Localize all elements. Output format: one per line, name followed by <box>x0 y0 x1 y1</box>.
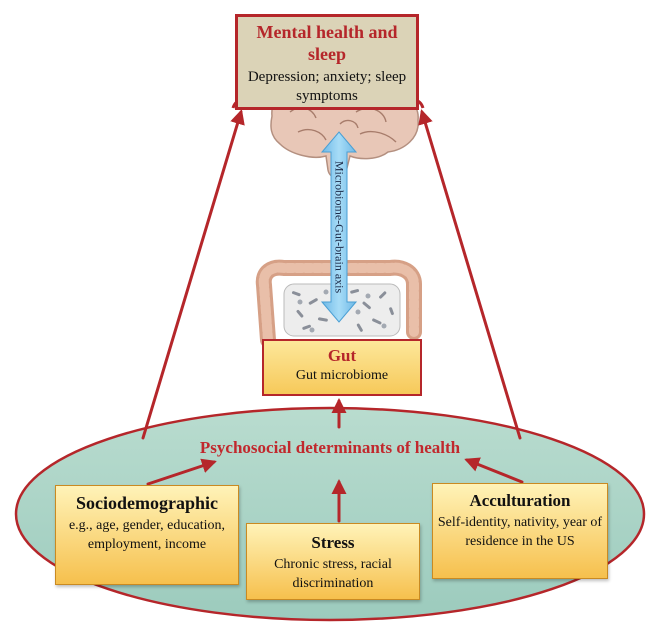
mental-health-box: Mental health and sleep Depression; anxi… <box>235 14 419 110</box>
mental-health-description: Depression; anxiety; sleep symptoms <box>247 69 407 104</box>
gut-description: Gut microbiome <box>295 368 389 383</box>
acculturation-box: Acculturation Self-identity, nativity, y… <box>432 483 608 579</box>
sociodemographic-box: Sociodemographic e.g., age, gender, educ… <box>55 485 239 585</box>
arrow-to-mental-health-left <box>141 109 245 440</box>
gut-box: Gut Gut microbiome <box>262 339 422 396</box>
arrow-to-mental-health-right <box>418 109 522 440</box>
sociodemographic-title: Sociodemographic <box>76 493 218 513</box>
arrow-accult-to-center <box>464 457 524 484</box>
sociodemographic-description: e.g., age, gender, education, employment… <box>68 518 226 552</box>
stress-title: Stress <box>311 533 355 552</box>
stress-description: Chronic stress, racial discrimination <box>274 557 392 591</box>
gut-brain-axis-arrow <box>320 131 358 323</box>
gut-title: Gut <box>327 346 357 365</box>
stress-box: Stress Chronic stress, racial discrimina… <box>246 523 420 600</box>
acculturation-title: Acculturation <box>469 491 571 510</box>
psychosocial-title: Psychosocial determinants of health <box>199 438 461 457</box>
arrow-socio-to-center <box>146 458 217 486</box>
acculturation-description: Self-identity, nativity, year of residen… <box>437 515 603 549</box>
gut-brain-axis-label: Microbiome-Gut-brain axis <box>332 160 347 294</box>
mental-health-title: Mental health and sleep <box>256 22 398 64</box>
